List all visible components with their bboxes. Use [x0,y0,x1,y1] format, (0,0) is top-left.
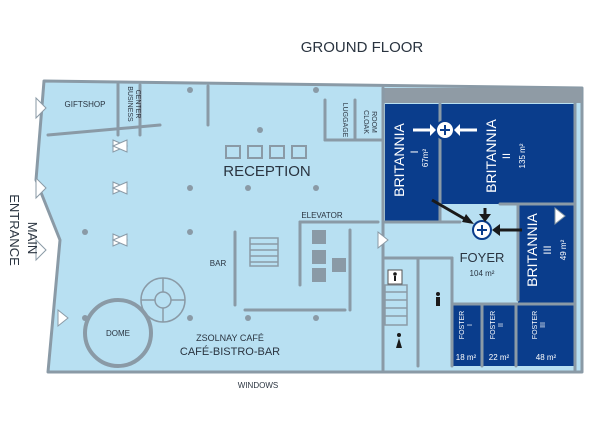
foster-1-name: FOSTER [459,311,466,339]
columns [82,87,319,321]
britannia-3-num: III [542,245,554,254]
foyer-area: 104 m² [470,269,495,278]
add-location-icon [413,120,477,140]
cafe-name-label: ZSOLNAY CAFÉ [196,333,264,343]
foster-1-area: 18 m² [456,353,477,362]
dome-label: DOME [106,329,130,338]
britannia-2-area: 135 m² [518,143,527,168]
elevator-label: ELEVATOR [301,211,343,220]
luggage-label: LUGGAGE [341,103,348,138]
windows-label: WINDOWS [238,381,278,390]
business-center-label: BUSINESS [126,86,133,122]
cloakroom-label: CLOAK [362,110,369,134]
britannia-2-name: BRITANNIA [483,119,499,193]
foster-3-num: III [540,322,547,328]
side-label-entrance: ENTRANCE [7,194,22,266]
mens-toilet-icon [436,292,440,306]
britannia-1-room [385,104,440,222]
giftshop-label: GIFTSHOP [65,100,106,109]
foster-3-room [516,304,575,366]
womens-toilet-icon [396,333,402,348]
britannia-3-room [518,204,575,304]
britannia-1-num: I [409,150,421,153]
business-center-label-2: CENTER [134,90,141,119]
foster-2-area: 22 m² [489,353,510,362]
cloakroom-label-2: ROOM [370,111,377,133]
dome-circle [83,298,153,368]
foster-3-name: FOSTER [532,311,539,339]
foyer-label: FOYER [460,250,505,265]
foster-2-num: II [498,323,505,327]
reception-desks [225,145,307,159]
britannia-2-room [440,104,575,204]
foster-2-room [482,304,516,366]
britannia-3-name: BRITANNIA [524,213,540,287]
accessible-toilet-icon [387,269,403,285]
foster-3-area: 48 m² [536,353,557,362]
britannia-3-area: 49 m² [559,239,568,260]
doors [35,96,566,328]
cafe-sub-label: CAFÉ-BISTRO-BAR [180,345,280,358]
foster-1-room [452,304,482,366]
bar-label: BAR [210,259,227,268]
britannia-1-name: BRITANNIA [391,123,407,197]
add-location-icon [431,198,522,240]
stairs-icon [140,237,408,326]
floor-title: GROUND FLOOR [301,39,424,56]
britannia-1-area: 67m² [421,149,430,168]
foster-1-num: I [467,324,474,326]
britannia-2-num: II [501,153,513,159]
side-label-main: MAIN [25,222,40,255]
foster-2-name: FOSTER [490,311,497,339]
elevator-icon [312,230,346,282]
corridor-strip [383,88,582,103]
reception-label: RECEPTION [223,163,311,180]
